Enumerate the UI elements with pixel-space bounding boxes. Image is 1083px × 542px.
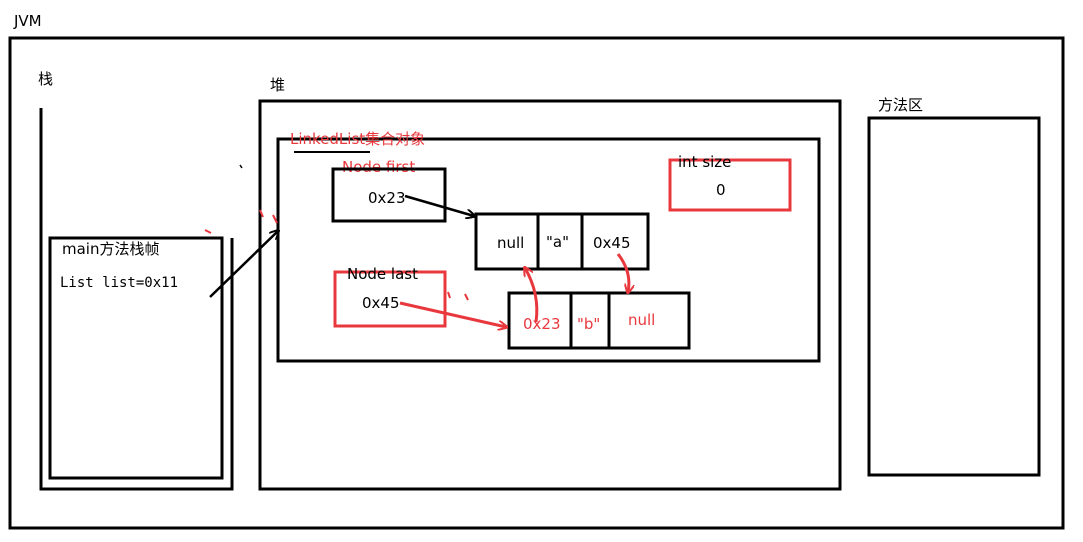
linkedlist-object-box xyxy=(276,137,821,363)
heap-box xyxy=(258,99,842,491)
jvm-label: JVM xyxy=(13,12,42,30)
first-box xyxy=(331,167,447,223)
stack-region xyxy=(39,108,234,491)
last-box xyxy=(333,270,447,328)
method-area-label: 方法区 xyxy=(878,96,923,114)
node-b-prev: 0x23 xyxy=(523,315,561,333)
node-a-prev: null xyxy=(497,234,524,252)
first-value: 0x23 xyxy=(368,189,406,207)
node-a-next: 0x45 xyxy=(593,234,631,252)
main-frame-title: main方法栈帧 xyxy=(62,240,159,258)
linkedlist-object-title: LinkedList集合对象 xyxy=(290,130,425,148)
stack-label: 栈 xyxy=(38,70,53,88)
main-stack-frame xyxy=(48,236,224,480)
arrow-node-b-prev-to-node-a xyxy=(525,268,539,323)
size-value: 0 xyxy=(716,181,726,199)
node-b-next: null xyxy=(628,311,655,329)
list-variable: List list=0x11 xyxy=(60,275,178,291)
node-a xyxy=(474,212,650,271)
jvm-box xyxy=(8,36,1065,530)
size-box xyxy=(668,158,792,212)
size-label: int size xyxy=(678,153,731,171)
last-value: 0x45 xyxy=(362,294,400,312)
heap-label: 堆 xyxy=(270,76,285,94)
last-label: Node last xyxy=(347,265,418,283)
arrow-node-a-next-to-node-b xyxy=(616,253,629,292)
node-b-item: "b" xyxy=(577,315,600,333)
arrow-last-to-node-b xyxy=(399,301,506,327)
arrow-first-to-node-a xyxy=(404,194,474,216)
arrow-list-to-object xyxy=(209,231,278,298)
stray-marks xyxy=(204,164,469,301)
method-area-box xyxy=(867,116,1041,477)
node-a-item: "a" xyxy=(546,233,569,251)
first-label: Node first xyxy=(342,158,415,176)
